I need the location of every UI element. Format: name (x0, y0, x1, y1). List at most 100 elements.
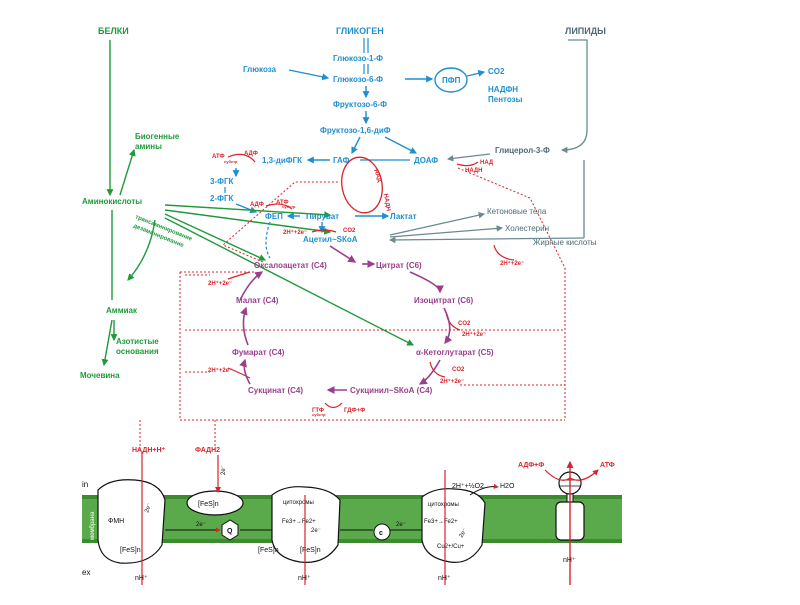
label-citrat: Цитрат (С6) (376, 261, 422, 270)
label-glukoza: Глюкоза (243, 65, 277, 74)
label-mochevina: Мочевина (80, 371, 120, 380)
label-3fgk: 3-ФГК (210, 177, 233, 186)
label-g6f: Глюкозо-6-Ф (333, 75, 383, 84)
arrow-amino-oksalo (164, 213, 267, 261)
label-fes-3: [FeS]n (258, 547, 279, 554)
label-ex: ex (82, 568, 90, 577)
arrow-malat-oksalo (239, 271, 264, 301)
arc-h2e-c (227, 271, 251, 280)
arrow-zhirnye-acetil (388, 236, 585, 244)
label-fe-2: Fe3+→Fe2+ (424, 519, 458, 525)
label-doaf: ДОАФ (414, 156, 438, 165)
arrow-acetil-citrat (329, 245, 357, 263)
label-c: c (379, 530, 383, 537)
label-nadfn: НАДФН (488, 85, 518, 94)
dotted-doaf (457, 167, 566, 269)
label-2e-a: 2e⁻ (196, 522, 206, 528)
label-azot-1: Азотистые (116, 337, 159, 346)
arc-atf2 (265, 203, 293, 210)
arrow-sukcinat-fumarat (239, 358, 251, 385)
arrow-glukoza (288, 69, 330, 81)
label-atf1: АТФ (212, 154, 225, 160)
label-cit-1: цитохромы (283, 500, 314, 506)
label-nad-loop: НАД (372, 169, 382, 184)
label-sukcinilskoa: Сукцинил~SКоА (С4) (350, 386, 433, 395)
arrow-acetil-keton (389, 212, 486, 236)
label-f16: Фруктозо-1,6-диФ (320, 126, 391, 135)
membrane-inner (82, 499, 622, 539)
nad-loop (341, 156, 383, 214)
label-h2e-a: 2H⁺+2e⁻ (283, 229, 307, 236)
label-2e-b: 2e⁻ (311, 528, 321, 534)
dashed-fep-oksalo (265, 221, 271, 259)
label-cit-2: цитохромы (428, 502, 459, 508)
arrow-pfp-co2 (466, 69, 486, 77)
label-biogen-2: амины (135, 142, 162, 151)
label-g1f: Глюкозо-1-Ф (333, 54, 383, 63)
label-fe-1: Fe3+→Fe2+ (282, 519, 316, 525)
label-nad1: НАД (480, 160, 494, 166)
label-co2-b: CO2 (458, 321, 471, 327)
label-izocitrat: Изоцитрат (С6) (414, 296, 474, 305)
label-fep: ФЕП (265, 212, 283, 221)
arrow-akg-sukcinil (418, 359, 441, 385)
cyt-c-circle (373, 523, 391, 541)
label-h2e-e: 2H⁺+2e⁻ (208, 367, 232, 374)
label-cu: Cu2+/Cu+ (437, 544, 465, 550)
label-2e-d: 2e⁻ (144, 502, 153, 513)
label-q: Q (227, 528, 233, 535)
label-nadn-loop: НАДН (382, 193, 391, 211)
label-2e-c: 2e⁻ (396, 522, 406, 528)
label-acetil: Ацетил~SКоА (303, 235, 358, 244)
label-laktat: Лактат (390, 212, 417, 221)
label-2e-f: 2e⁻ (459, 527, 469, 539)
label-lipidy: ЛИПИДЫ (565, 26, 606, 36)
complex-3 (271, 486, 341, 563)
arrow-amino-biogen (119, 148, 136, 196)
arrow-amino-akg (164, 217, 415, 346)
label-substr3: субстр (312, 412, 326, 417)
label-co2-a: CO2 (343, 228, 356, 234)
label-keton: Кетоновые тела (487, 207, 547, 216)
label-h2e-b: 2H⁺+2e⁻ (500, 260, 524, 267)
label-f6f: Фруктозо-6-Ф (333, 100, 387, 109)
arrow-f16-gaf (351, 136, 361, 155)
label-2fgk: 2-ФГК (210, 194, 233, 203)
arrow-izo-akg (443, 307, 453, 345)
label-fmn: ФМН (108, 518, 124, 525)
label-in: in (82, 480, 88, 489)
arrow-ammiak-mochevina (101, 319, 113, 367)
label-h2o: H2O (500, 483, 515, 490)
label-belki: БЕЛКИ (98, 26, 129, 36)
arc-h2e-b (493, 244, 515, 261)
complex-1 (97, 479, 166, 564)
arc-gtf (324, 402, 343, 409)
dotted-oksalo (222, 181, 340, 263)
label-membrane: мембрана (90, 511, 96, 540)
label-fes-2: [FeS]n (198, 501, 219, 508)
label-fes-1: [FeS]n (120, 547, 141, 554)
label-nh-3: nH⁺ (438, 575, 451, 582)
label-h2e-c: 2H⁺+2e⁻ (208, 280, 232, 287)
label-glikogen: ГЛИКОГЕН (336, 26, 384, 36)
arrow-fumarat-malat (240, 306, 249, 346)
label-co2-top: CO2 (488, 67, 505, 76)
label-nadn-h: НАДН+Н⁺ (132, 447, 166, 454)
label-aminokisloty: Аминокислоты (82, 197, 142, 206)
label-glicerol: Глицерол-3-Ф (495, 146, 550, 155)
complex-4 (421, 488, 486, 563)
label-atf2: АТФ (276, 200, 289, 206)
label-co2-c: CO2 (452, 367, 465, 373)
label-substr1: субстр (224, 159, 238, 164)
label-fumarat: Фумарат (С4) (232, 348, 285, 357)
label-fadn2: ФАДН2 (195, 447, 220, 454)
arc-atp (544, 469, 599, 481)
label-nh-1: nH⁺ (135, 575, 148, 582)
label-pfp: ПФП (442, 76, 461, 85)
label-adf2: АДФ (250, 202, 264, 208)
label-pentozy: Пентозы (488, 95, 523, 104)
arrow-amino-acetil (164, 209, 332, 235)
arrow-acetil-holesterin (389, 225, 504, 238)
